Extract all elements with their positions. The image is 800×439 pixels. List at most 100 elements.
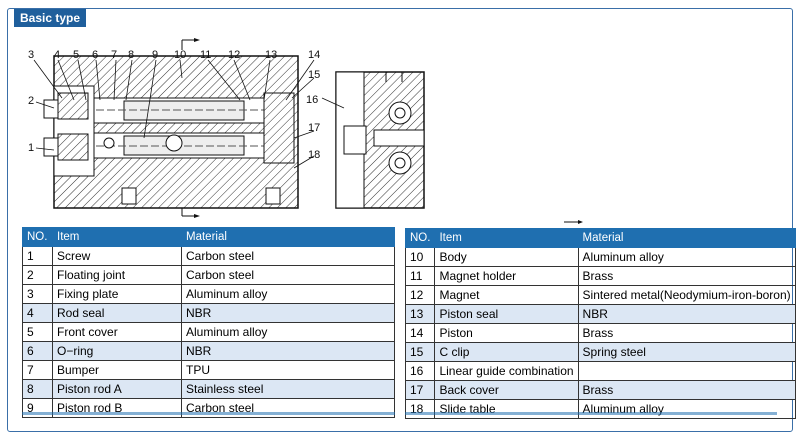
part-item: Screw — [52, 246, 182, 266]
callout-5: 5 — [73, 49, 79, 61]
cylinder-cross-section-drawing: 1 2 3 4 5 6 7 8 9 10 11 12 13 14 15 16 1… — [28, 38, 425, 218]
part-no: 7 — [22, 360, 53, 380]
part-material: NBR — [577, 304, 796, 324]
part-material: Brass — [577, 266, 796, 286]
part-material: Carbon steel — [181, 265, 395, 285]
part-item: O−ring — [52, 341, 182, 361]
callout-18: 18 — [308, 149, 320, 161]
content-frame — [7, 8, 793, 432]
part-material: Carbon steel — [181, 246, 395, 266]
part-item: Piston — [434, 323, 579, 343]
header-item: Item — [52, 227, 182, 247]
part-item: Linear guide combination — [434, 361, 579, 381]
cylinder-end-view — [335, 71, 425, 209]
part-no: 17 — [404, 380, 436, 400]
section-arrow-bottom — [181, 208, 200, 218]
part-item: C clip — [434, 342, 579, 362]
header-material: Material — [577, 228, 796, 248]
part-material: Aluminum alloy — [181, 322, 395, 342]
callout-16: 16 — [306, 94, 318, 106]
callout-12: 12 — [228, 49, 240, 61]
callout-17: 17 — [308, 122, 320, 134]
part-item: Piston seal — [434, 304, 579, 324]
callout-6: 6 — [92, 49, 98, 61]
table-header-row: NO. Item Material — [404, 228, 796, 248]
callout-3: 3 — [28, 49, 34, 61]
part-no: 11 — [404, 266, 436, 286]
part-material: Stainless steel — [181, 379, 395, 399]
part-no: 3 — [22, 284, 53, 304]
part-material: Spring steel — [577, 342, 796, 362]
callout-2: 2 — [28, 95, 34, 107]
part-no: 14 — [404, 323, 436, 343]
part-no: 5 — [22, 322, 53, 342]
part-no: 12 — [404, 285, 436, 305]
part-no: 10 — [404, 247, 436, 267]
table-left-underline — [22, 412, 395, 415]
right-arrow-marker — [564, 220, 583, 224]
part-no: 15 — [404, 342, 436, 362]
part-item: Slide table — [434, 399, 579, 419]
callout-9: 9 — [152, 49, 158, 61]
table-header-row: NO. Item Material — [22, 227, 395, 247]
part-no: 2 — [22, 265, 53, 285]
part-item: Magnet — [434, 285, 579, 305]
header-material: Material — [181, 227, 395, 247]
section-badge: Basic type — [14, 9, 87, 27]
callout-leaders — [33, 59, 345, 169]
callout-7: 7 — [111, 49, 117, 61]
callout-10: 10 — [174, 49, 186, 61]
section-arrow-top — [181, 38, 200, 50]
part-material: NBR — [181, 341, 395, 361]
part-no: 4 — [22, 303, 53, 323]
header-no: NO. — [22, 227, 53, 247]
part-material: Aluminum alloy — [577, 399, 796, 419]
cylinder-body-section — [43, 55, 299, 209]
part-item: Fixing plate — [52, 284, 182, 304]
header-no: NO. — [404, 228, 436, 248]
part-no: 18 — [404, 399, 436, 419]
table-right-underline — [405, 412, 777, 415]
callout-1: 1 — [28, 142, 34, 154]
part-no: 8 — [22, 379, 53, 399]
part-item: Magnet holder — [434, 266, 579, 286]
part-no: 13 — [404, 304, 436, 324]
part-material: Brass — [577, 323, 796, 343]
callout-4: 4 — [54, 49, 60, 61]
header-item: Item — [434, 228, 579, 248]
part-item: Front cover — [52, 322, 182, 342]
part-material: Brass — [577, 380, 796, 400]
part-item: Rod seal — [52, 303, 182, 323]
callout-11: 11 — [200, 49, 211, 61]
callout-13: 13 — [265, 49, 277, 61]
callout-8: 8 — [128, 49, 134, 61]
part-item: Back cover — [434, 380, 579, 400]
part-no: 1 — [22, 246, 53, 266]
part-material: Sintered metal(Neodymium-iron-boron) — [577, 285, 796, 305]
callout-15: 15 — [308, 69, 320, 81]
part-no: 6 — [22, 341, 53, 361]
part-item: Bumper — [52, 360, 182, 380]
part-material: TPU — [181, 360, 395, 380]
part-item: Piston rod A — [52, 379, 182, 399]
part-material: Aluminum alloy — [577, 247, 796, 267]
part-item: Floating joint — [52, 265, 182, 285]
part-item: Body — [434, 247, 579, 267]
